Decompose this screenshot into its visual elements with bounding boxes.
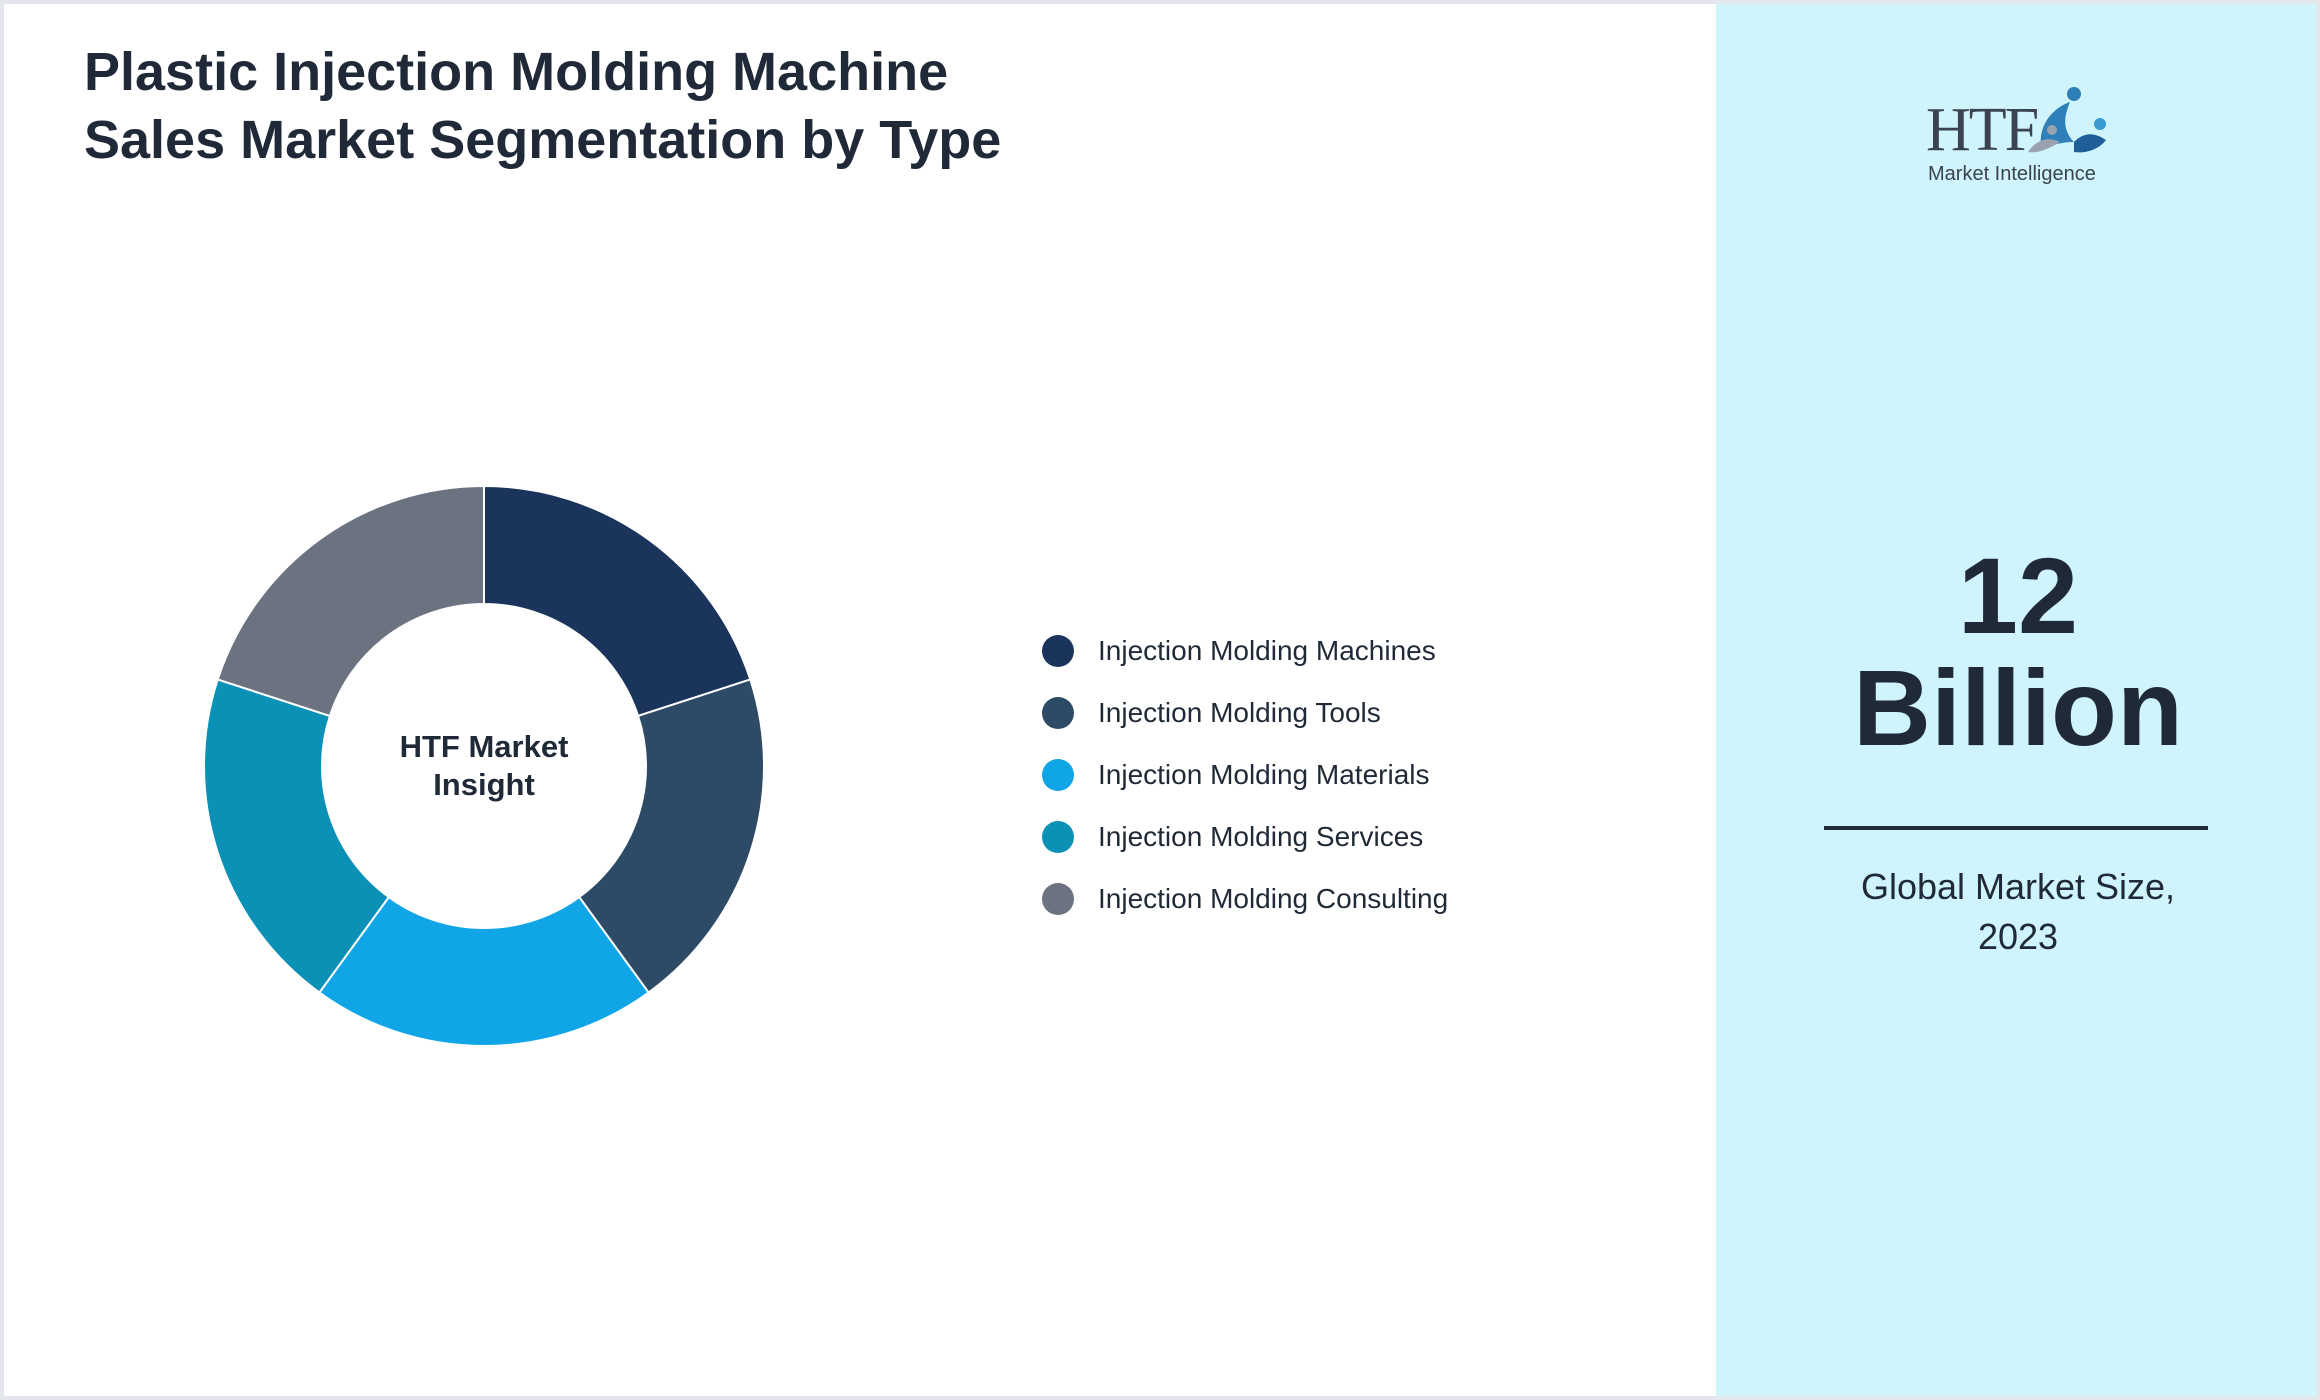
market-size-value: 12 Billion [1716,540,2320,764]
logo-wordmark: HTF [1926,96,2038,164]
htf-logo: HTF Market Intelligence [1926,87,2106,185]
logo-tagline: Market Intelligence [1928,163,2096,185]
legend-item: Injection Molding Machines [1042,620,1448,682]
divider [1824,826,2208,830]
donut-slice [203,678,391,994]
donut-slice [318,895,650,1048]
donut-slices [203,484,765,1048]
caption-line-1: Global Market Size, [1860,866,2176,907]
donut-slice [216,484,485,718]
legend-swatch [1042,821,1074,853]
legend-item: Injection Molding Services [1042,806,1448,868]
donut-slice [483,484,752,718]
legend-label: Injection Molding Materials [1098,759,1430,790]
legend-item: Injection Molding Consulting [1042,868,1448,930]
market-size-unit: Billion [1853,647,2183,768]
legend-label: Injection Molding Machines [1098,635,1436,666]
legend-swatch [1042,635,1074,667]
market-size-caption: Global Market Size, 2023 [1716,862,2320,962]
legend-swatch [1042,697,1074,729]
chart-title: Plastic Injection Molding Machine Sales … [84,42,1002,170]
donut-chart: HTF Market Insight [203,484,765,1048]
legend-item: Injection Molding Tools [1042,682,1448,744]
legend-item: Injection Molding Materials [1042,744,1448,806]
legend-swatch [1042,883,1074,915]
market-size-number: 12 [1957,535,2079,656]
legend-label: Injection Molding Consulting [1098,883,1449,914]
chart-panel: Plastic Injection Molding Machine Sales … [84,42,1449,1048]
legend-label: Injection Molding Services [1098,821,1424,852]
chart-legend: Injection Molding Machines Injection Mol… [1042,620,1448,930]
donut-slice [577,678,765,994]
donut-center-label-line-2: Insight [433,767,535,802]
donut-center-label-line-1: HTF Market [400,729,569,764]
legend-label: Injection Molding Tools [1098,697,1381,728]
logo-figures-icon [2028,87,2106,153]
legend-swatch [1042,759,1074,791]
market-size-panel: HTF Market Intelligence 12 Billion Globa… [1716,0,2320,1400]
caption-line-2: 2023 [1977,916,2059,957]
